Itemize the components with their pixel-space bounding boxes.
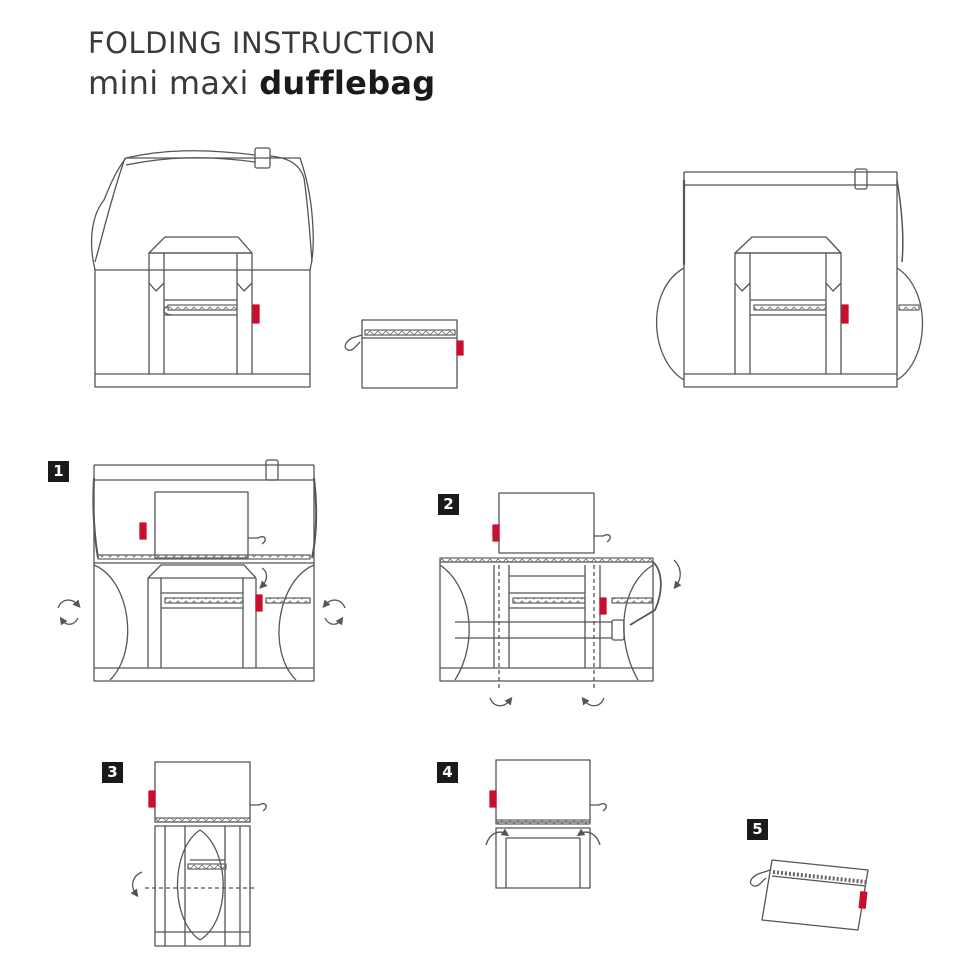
step-badge-4: 4 <box>437 762 458 783</box>
bag-open-icon <box>655 168 924 388</box>
carabiner-icon <box>749 869 771 887</box>
step-badge-5: 5 <box>747 819 768 840</box>
step-3-diagram <box>145 761 267 947</box>
rotate-arrow-icon <box>485 828 601 846</box>
label-tag <box>492 524 500 542</box>
label-tag <box>255 594 263 612</box>
label-tag <box>841 304 849 324</box>
rotate-arrow-icon <box>130 871 143 898</box>
rotate-arrow-icon <box>57 567 346 626</box>
label-tag <box>252 304 260 324</box>
title-line-2: mini maxi dufflebag <box>88 64 436 102</box>
label-tag <box>489 790 497 808</box>
step-1-diagram <box>92 459 318 682</box>
bag-closed-icon <box>90 147 314 388</box>
label-tag <box>139 522 147 540</box>
label-tag <box>858 891 868 909</box>
rotate-arrow-icon <box>489 559 682 707</box>
step-badge-2: 2 <box>438 494 459 515</box>
title-line-1: FOLDING INSTRUCTION <box>88 26 437 60</box>
title-product-name: dufflebag <box>259 64 436 102</box>
label-tag <box>456 340 464 356</box>
step-badge-1: 1 <box>48 461 69 482</box>
title-product-prefix: mini maxi <box>88 64 260 102</box>
label-tag <box>148 790 156 808</box>
label-tag <box>599 597 607 615</box>
pouch-icon <box>344 319 458 389</box>
step-2-diagram <box>439 492 662 690</box>
step-badge-3: 3 <box>102 762 123 783</box>
step-4-diagram <box>495 759 607 889</box>
step-5-pouch <box>749 859 869 931</box>
